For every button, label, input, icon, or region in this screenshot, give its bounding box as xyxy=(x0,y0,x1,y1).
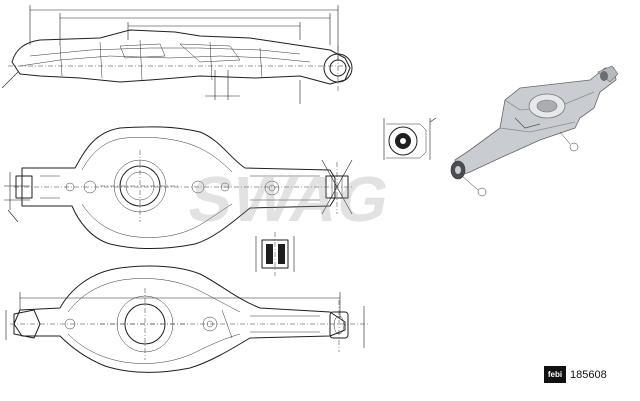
top-elevation-view xyxy=(1,5,353,104)
middle-plan-view xyxy=(4,126,353,249)
part-number-label: febi 185608 xyxy=(544,366,607,383)
bushing-detail xyxy=(255,232,295,276)
febi-logo-badge: febi xyxy=(544,366,566,383)
bushing-section-detail xyxy=(383,117,437,160)
part-number-text: 185608 xyxy=(570,368,607,381)
control-arm-render xyxy=(450,65,619,197)
brand-watermark: SWAG xyxy=(182,163,398,235)
bottom-plan-view xyxy=(5,265,370,373)
